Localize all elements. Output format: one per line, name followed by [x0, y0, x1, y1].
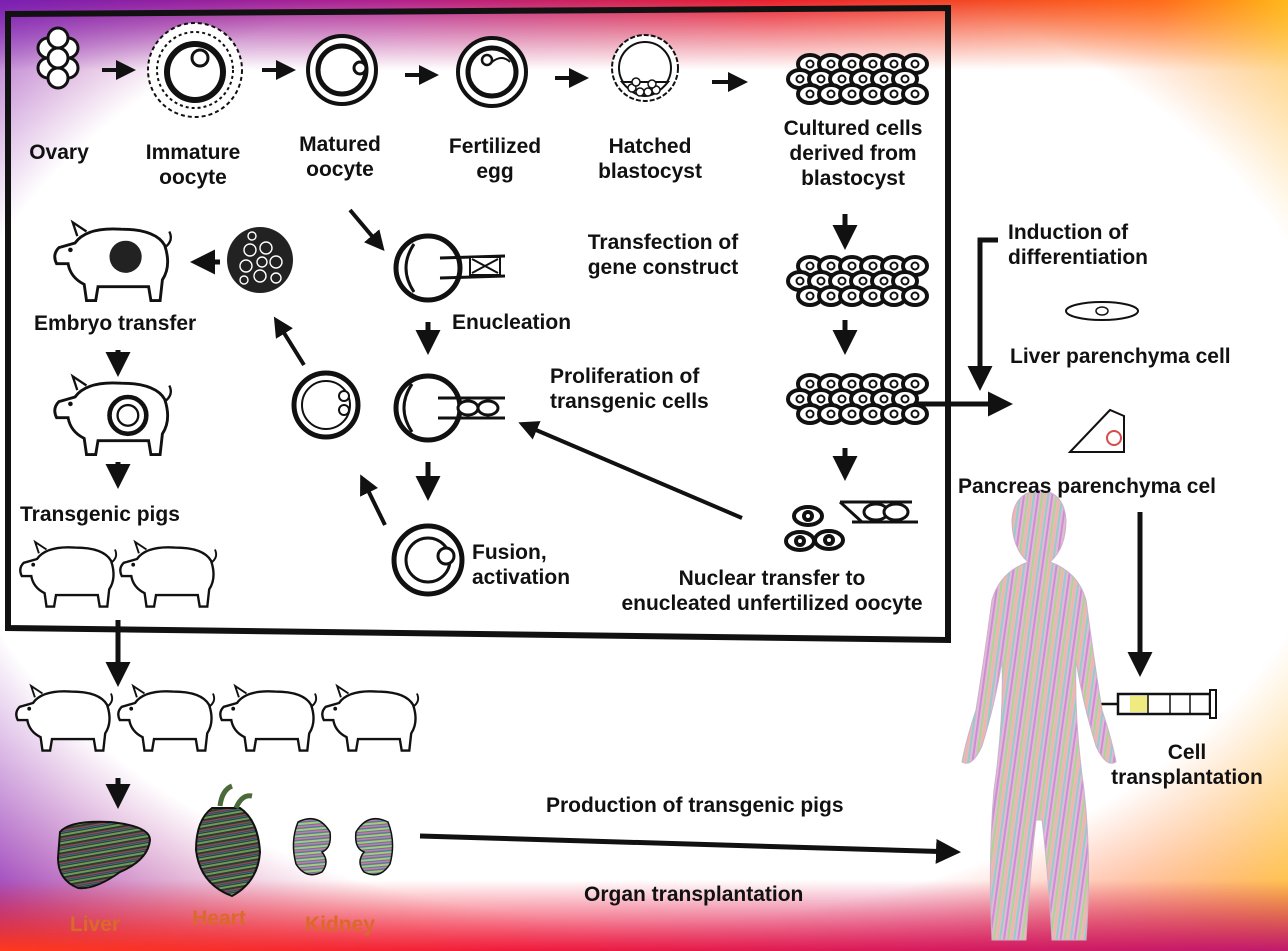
label-pancreas-cell: Pancreas parenchyma cel [958, 474, 1216, 499]
label-immature-oocyte: Immature oocyte [118, 140, 268, 190]
pig-icon [55, 376, 171, 454]
pig-icon [322, 686, 418, 751]
label-line: transgenic cells [550, 389, 709, 414]
label-production: Production of transgenic pigs [546, 793, 844, 818]
pig-icon [55, 222, 171, 300]
label-line: Immature [118, 140, 268, 165]
label-line: oocyte [280, 157, 400, 182]
heart-organ-icon [196, 786, 260, 896]
label-line: Transfection of [548, 230, 778, 255]
label-embryo-transfer: Embryo transfer [34, 311, 196, 336]
arrow-organ-transplant [420, 836, 956, 852]
label-line: transplantation [1094, 765, 1280, 790]
label-line: Hatched [580, 134, 720, 159]
label-line: enucleated unfertilized oocyte [576, 591, 968, 616]
label-line: Induction of [1008, 220, 1148, 245]
nuclear-transfer-cells-icon [786, 502, 918, 550]
liver-cell-icon [1066, 302, 1138, 320]
label-fusion: Fusion, activation [472, 540, 570, 590]
label-line: egg [430, 159, 560, 184]
pig-icon [220, 686, 316, 751]
activated-oocyte-icon [294, 373, 358, 437]
ovary-icon [38, 28, 78, 88]
label-line: blastocyst [758, 166, 948, 191]
label-enucleation: Enucleation [452, 310, 571, 335]
recipient-oocyte-icon [396, 376, 505, 440]
enucleation-oocyte-icon [396, 236, 505, 300]
label-fertilized-egg: Fertilized egg [430, 134, 560, 184]
label-line: oocyte [118, 165, 268, 190]
immature-oocyte-icon [148, 23, 242, 117]
label-kidney: Kidney [290, 912, 390, 937]
human-figure-icon [962, 490, 1116, 940]
label-line: differentiation [1008, 245, 1148, 270]
cell [903, 405, 927, 423]
label-transfection: Transfection of gene construct [548, 230, 778, 280]
label-line: gene construct [548, 255, 778, 280]
label-line: Cell [1094, 740, 1280, 765]
label-induction: Induction of differentiation [1008, 220, 1148, 270]
pig-icon [16, 686, 112, 751]
induction-bracket [980, 240, 998, 386]
label-heart: Heart [174, 906, 264, 931]
hatched-blastocyst-icon [612, 35, 678, 101]
label-proliferation: Proliferation of transgenic cells [550, 364, 709, 414]
label-organ-transplantation: Organ transplantation [584, 882, 803, 907]
label-cultured-cells: Cultured cells derived from blastocyst [758, 116, 948, 191]
cell [903, 85, 927, 103]
label-liver: Liver [50, 912, 140, 937]
fused-oocyte-icon [394, 526, 462, 594]
label-line: Fusion, [472, 540, 570, 565]
cell [903, 287, 927, 305]
arrow-nuclear-to-oocyte [522, 424, 742, 518]
transfected-cells-icon [788, 257, 927, 305]
pig-icon [120, 542, 216, 607]
cultured-cells-icon [788, 55, 927, 103]
kidney-organ-icon [293, 819, 392, 875]
label-hatched-blastocyst: Hatched blastocyst [580, 134, 720, 184]
pig-icon [118, 686, 214, 751]
pancreas-cell-icon [1070, 410, 1124, 452]
arrow-activated-to-embryo [276, 320, 304, 365]
label-line: blastocyst [580, 159, 720, 184]
label-line: Proliferation of [550, 364, 709, 389]
label-line: activation [472, 565, 570, 590]
label-matured-oocyte: Matured oocyte [280, 132, 400, 182]
label-transgenic-pigs: Transgenic pigs [20, 502, 180, 527]
embryo-icon [227, 227, 293, 293]
label-nuclear-transfer: Nuclear transfer to enucleated unfertili… [576, 566, 968, 616]
label-line: derived from [758, 141, 948, 166]
label-line: Fertilized [430, 134, 560, 159]
arrow-fused-to-activated [362, 478, 385, 525]
surrogate-pig-icon [55, 222, 171, 300]
transgenic-pigs-icons [20, 542, 216, 607]
label-ovary: Ovary [14, 140, 104, 165]
label-line: Matured [280, 132, 400, 157]
matured-oocyte-icon [308, 36, 376, 104]
proliferated-cells-icon [788, 375, 927, 423]
label-liver-cell: Liver parenchyma cell [1010, 344, 1231, 369]
pig-icon [20, 542, 116, 607]
label-line: Cultured cells [758, 116, 948, 141]
fertilized-egg-icon [458, 38, 526, 106]
label-line: Nuclear transfer to [576, 566, 968, 591]
transgenic-pig-herd-icons [16, 686, 418, 751]
pregnant-pig-icon [55, 376, 171, 454]
arrow-matured-to-enucleation [350, 210, 382, 248]
syringe-icon [1100, 690, 1216, 718]
label-cell-transplantation: Cell transplantation [1094, 740, 1280, 790]
liver-organ-icon [58, 822, 150, 888]
